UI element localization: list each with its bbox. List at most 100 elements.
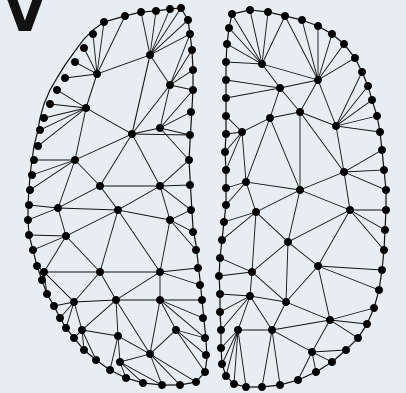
mesh-node xyxy=(156,182,164,190)
mesh-node xyxy=(61,74,69,82)
mesh-node xyxy=(364,82,372,90)
mesh-node xyxy=(268,326,276,334)
mesh-edge xyxy=(160,268,198,272)
panel-label: V xyxy=(4,0,46,40)
mesh-edge xyxy=(226,80,280,88)
mesh-edge xyxy=(150,20,188,55)
mesh-node xyxy=(222,184,230,192)
mesh-edge xyxy=(238,330,246,387)
mesh-node xyxy=(258,383,266,391)
mesh-edge xyxy=(318,80,336,126)
mesh-node xyxy=(176,381,184,389)
mesh-node xyxy=(222,372,230,380)
mesh-node xyxy=(222,130,230,138)
mesh-edge xyxy=(110,336,118,370)
mesh-node xyxy=(234,326,242,334)
mesh-node xyxy=(43,290,51,298)
mesh-node xyxy=(228,10,236,18)
mesh-edge xyxy=(100,210,118,272)
mesh-node xyxy=(106,366,114,374)
mesh-node xyxy=(326,316,334,324)
mesh-node xyxy=(50,302,58,310)
mesh-node xyxy=(78,326,86,334)
mesh-edge xyxy=(44,236,66,272)
mesh-node xyxy=(24,216,32,224)
mesh-node xyxy=(215,272,223,280)
mesh-node xyxy=(186,181,194,189)
mesh-node xyxy=(166,216,174,224)
mesh-edge xyxy=(82,330,96,360)
mesh-edge xyxy=(86,74,97,108)
mesh-edge xyxy=(82,330,118,336)
mesh-node xyxy=(156,268,164,276)
mesh-node xyxy=(230,380,238,388)
mesh-edge xyxy=(65,74,97,78)
mesh-edge xyxy=(312,350,346,352)
mesh-node xyxy=(194,264,202,272)
mesh-node xyxy=(112,296,120,304)
mesh-edge xyxy=(66,236,100,272)
mesh-node xyxy=(54,204,62,212)
mesh-edge xyxy=(100,186,118,210)
mesh-node xyxy=(258,60,266,68)
mesh-edge xyxy=(256,212,288,242)
mesh-edge xyxy=(116,272,160,300)
mesh-edge xyxy=(118,336,150,354)
mesh-edge xyxy=(29,235,66,236)
mesh-edge xyxy=(170,34,190,85)
mesh-node xyxy=(146,350,154,358)
mesh-edge xyxy=(100,272,116,300)
mesh-node xyxy=(100,18,108,26)
mesh-edge xyxy=(74,300,116,302)
mesh-edge xyxy=(116,300,118,336)
mesh-edge xyxy=(82,300,116,330)
mesh-node xyxy=(189,228,197,236)
mesh-node xyxy=(216,308,224,316)
mesh-node xyxy=(189,66,197,74)
mesh-node xyxy=(137,8,145,16)
mesh-edge xyxy=(246,182,300,190)
mesh-edge xyxy=(344,172,386,190)
mesh-node xyxy=(198,296,206,304)
mesh-node xyxy=(187,108,195,116)
mesh-edge xyxy=(141,12,150,55)
mesh-node xyxy=(340,168,348,176)
mesh-node xyxy=(380,166,388,174)
mesh-edge xyxy=(252,242,288,272)
mesh-node xyxy=(80,44,88,52)
mesh-edge xyxy=(285,16,318,80)
mesh-node xyxy=(314,22,322,30)
mesh-node xyxy=(186,30,194,38)
mesh-node xyxy=(56,314,64,322)
mesh-edge xyxy=(160,160,189,186)
mesh-node xyxy=(62,324,70,332)
mesh-node xyxy=(71,58,79,66)
mesh-edge xyxy=(32,160,75,175)
mesh-node xyxy=(71,156,79,164)
mesh-edge xyxy=(246,182,256,212)
mesh-edge xyxy=(160,186,170,220)
mesh-node xyxy=(222,94,230,102)
mesh-node xyxy=(368,96,376,104)
mesh-node xyxy=(46,100,54,108)
mesh-node xyxy=(34,142,42,150)
mesh-node xyxy=(370,304,378,312)
mesh-node xyxy=(242,383,250,391)
mesh-node xyxy=(40,114,48,122)
mesh-node xyxy=(222,201,230,209)
mesh-edge xyxy=(256,190,300,212)
mesh-node xyxy=(196,281,204,289)
mesh-node xyxy=(294,376,302,384)
mesh-node xyxy=(70,298,78,306)
mesh-node xyxy=(122,374,130,382)
right-hemisphere-outline xyxy=(219,10,386,387)
mesh-edge xyxy=(312,320,330,352)
mesh-node xyxy=(218,360,226,368)
mesh-node xyxy=(282,298,290,306)
mesh-node xyxy=(216,254,224,262)
mesh-node xyxy=(328,358,336,366)
mesh-node xyxy=(298,16,306,24)
mesh-node xyxy=(93,70,101,78)
mesh-edge xyxy=(120,354,150,362)
